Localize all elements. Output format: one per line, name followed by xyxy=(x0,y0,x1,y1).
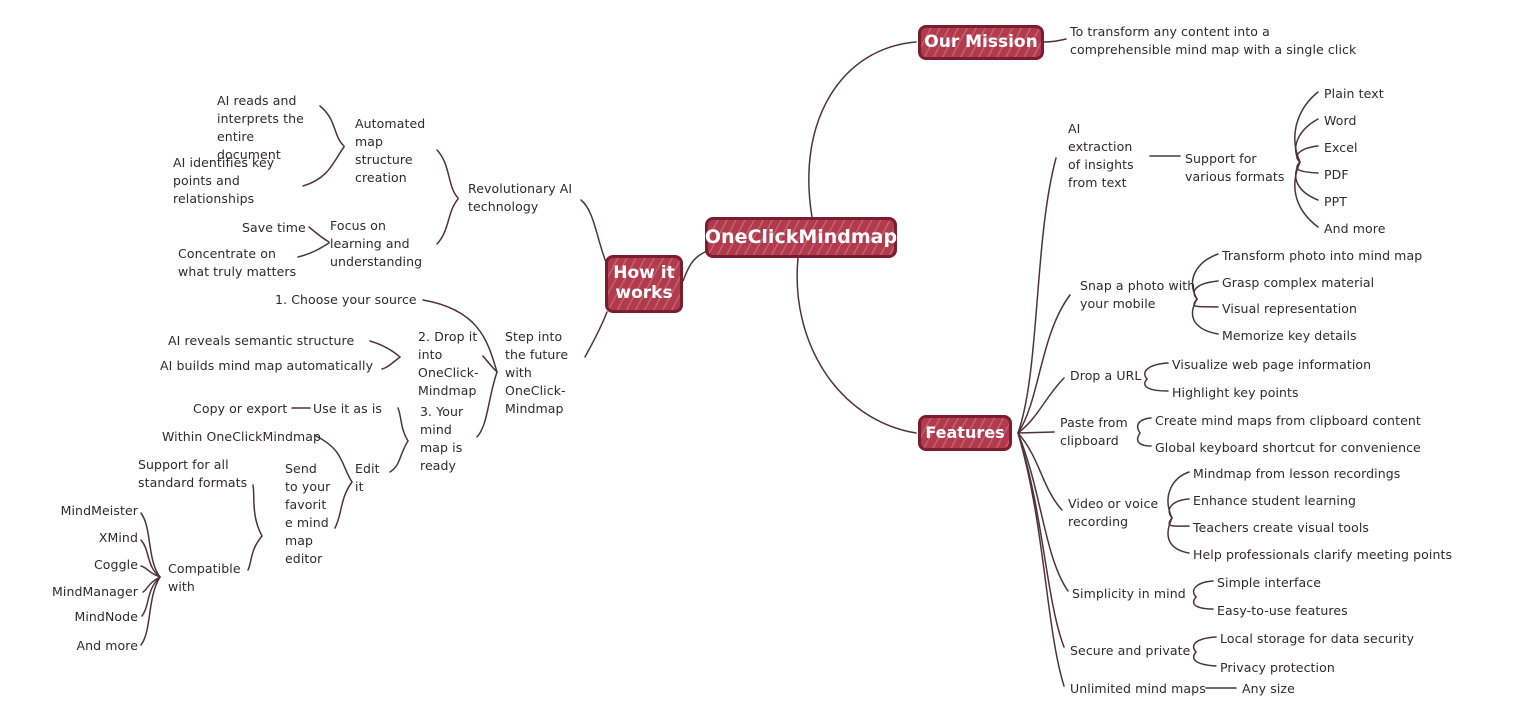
features-node[interactable]: Features xyxy=(918,415,1012,451)
choose-source-label[interactable]: 1. Choose your source xyxy=(275,292,417,307)
paste-clipboard-label[interactable]: Paste from clipboard xyxy=(1060,415,1128,448)
tool-mindmanager[interactable]: MindManager xyxy=(51,584,138,599)
ai-extraction-label[interactable]: AI extraction of insights from text xyxy=(1068,121,1134,190)
photo-transform[interactable]: Transform photo into mind map xyxy=(1222,248,1423,263)
concentrate-label[interactable]: Concentrate on what truly matters xyxy=(178,246,297,279)
photo-visual[interactable]: Visual representation xyxy=(1222,301,1358,316)
unlimited-any-size[interactable]: Any size xyxy=(1242,681,1295,696)
simplicity-label[interactable]: Simplicity in mind xyxy=(1072,586,1186,601)
edit-it-label[interactable]: Edit it xyxy=(355,461,380,494)
tool-mindnode[interactable]: MindNode xyxy=(74,609,138,624)
copy-export-label[interactable]: Copy or export xyxy=(193,401,288,416)
send-to-editor-label[interactable]: Send to your favorite mind map editor xyxy=(285,461,331,566)
secure-privacy[interactable]: Privacy protection xyxy=(1220,660,1335,675)
ai-identifies-label[interactable]: AI identifies key points and relationshi… xyxy=(173,155,275,206)
recording-lessons[interactable]: Mindmap from lesson recordings xyxy=(1193,466,1401,481)
format-and-more[interactable]: And more xyxy=(1324,221,1386,236)
various-formats-label[interactable]: Support for various formats xyxy=(1185,151,1285,184)
tool-coggle[interactable]: Coggle xyxy=(93,557,138,572)
compatible-with-label[interactable]: Compatible with xyxy=(168,561,241,594)
drop-it-label[interactable]: 2. Drop it into OneClick-Mindmap xyxy=(418,329,479,398)
clipboard-create[interactable]: Create mind maps from clipboard content xyxy=(1155,413,1421,428)
photo-memorize[interactable]: Memorize key details xyxy=(1222,328,1357,343)
simplicity-easy[interactable]: Easy-to-use features xyxy=(1217,603,1348,618)
format-word[interactable]: Word xyxy=(1324,113,1357,128)
tool-mindmeister[interactable]: MindMeister xyxy=(60,503,138,518)
ai-reads-label[interactable]: AI reads and interprets the entire docum… xyxy=(217,93,304,162)
unlimited-label[interactable]: Unlimited mind maps xyxy=(1070,681,1206,696)
secure-local-storage[interactable]: Local storage for data security xyxy=(1220,631,1415,646)
ai-reveals-label[interactable]: AI reveals semantic structure xyxy=(168,333,355,348)
support-formats-label[interactable]: Support for all standard formats xyxy=(138,457,248,490)
recording-professionals[interactable]: Help professionals clarify meeting point… xyxy=(1193,547,1453,562)
tool-xmind[interactable]: XMind xyxy=(98,530,138,545)
recording-label[interactable]: Video or voice recording xyxy=(1068,496,1159,529)
format-ppt[interactable]: PPT xyxy=(1324,194,1348,209)
recording-teachers[interactable]: Teachers create visual tools xyxy=(1193,520,1370,535)
url-highlight[interactable]: Highlight key points xyxy=(1172,385,1299,400)
root-node[interactable]: OneClickMindmap xyxy=(705,217,897,258)
snap-photo-label[interactable]: Snap a photo with your mobile xyxy=(1080,278,1196,311)
url-visualize[interactable]: Visualize web page information xyxy=(1172,357,1372,372)
photo-grasp[interactable]: Grasp complex material xyxy=(1222,275,1375,290)
map-ready-label[interactable]: 3. Your mind map is ready xyxy=(420,404,464,473)
step-into-future-label[interactable]: Step into the future with OneClick-Mindm… xyxy=(505,329,569,416)
secure-label[interactable]: Secure and private xyxy=(1070,643,1191,658)
recording-enhance[interactable]: Enhance student learning xyxy=(1193,493,1357,508)
automated-structure-label[interactable]: Automated map structure creation xyxy=(355,116,426,185)
simplicity-interface[interactable]: Simple interface xyxy=(1217,575,1322,590)
mission-statement[interactable]: To transform any content into a comprehe… xyxy=(1070,24,1357,57)
focus-learning-label[interactable]: Focus on learning and understanding xyxy=(330,218,423,269)
our-mission-node[interactable]: Our Mission xyxy=(918,25,1044,60)
clipboard-shortcut[interactable]: Global keyboard shortcut for convenience xyxy=(1155,440,1421,455)
format-pdf[interactable]: PDF xyxy=(1324,167,1349,182)
ai-builds-label[interactable]: AI builds mind map automatically xyxy=(160,358,374,373)
format-excel[interactable]: Excel xyxy=(1324,140,1358,155)
save-time-label[interactable]: Save time xyxy=(242,220,306,235)
use-as-is-label[interactable]: Use it as is xyxy=(313,401,383,416)
within-oneclick-label[interactable]: Within OneClickMindmap xyxy=(162,429,322,444)
revolutionary-ai-label[interactable]: Revolutionary AI technology xyxy=(468,181,573,214)
tool-and-more[interactable]: And more xyxy=(76,638,138,653)
format-plain-text[interactable]: Plain text xyxy=(1324,86,1384,101)
drop-url-label[interactable]: Drop a URL xyxy=(1070,368,1142,383)
how-it-works-node[interactable]: How it works xyxy=(605,255,683,313)
